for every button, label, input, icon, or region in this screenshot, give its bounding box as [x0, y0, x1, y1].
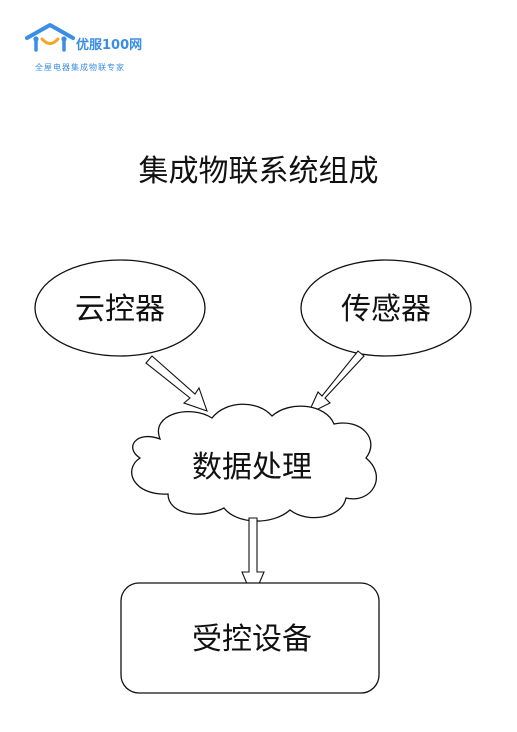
logo: 优服100网 全屋电器集成物联专家 — [24, 22, 184, 74]
logo-brand-text: 优服100网 — [76, 38, 143, 53]
diagram-title: 集成物联系统组成 — [138, 154, 379, 189]
logo-tagline: 全屋电器集成物联专家 — [35, 63, 125, 72]
cloud-controller-label: 云控器 — [75, 292, 165, 327]
data-processing-node — [131, 403, 377, 522]
sensor-node — [300, 259, 472, 357]
arrow-cloud-controller-to-processing — [145, 355, 208, 412]
house-smile-icon — [25, 23, 75, 52]
arrow-sensor-to-processing — [306, 350, 365, 416]
controlled-device-node — [120, 582, 380, 694]
controlled-device-label: 受控设备 — [192, 622, 312, 657]
sensor-label: 传感器 — [341, 292, 431, 327]
data-processing-label: 数据处理 — [192, 450, 312, 485]
cloud-controller-node — [34, 259, 206, 357]
